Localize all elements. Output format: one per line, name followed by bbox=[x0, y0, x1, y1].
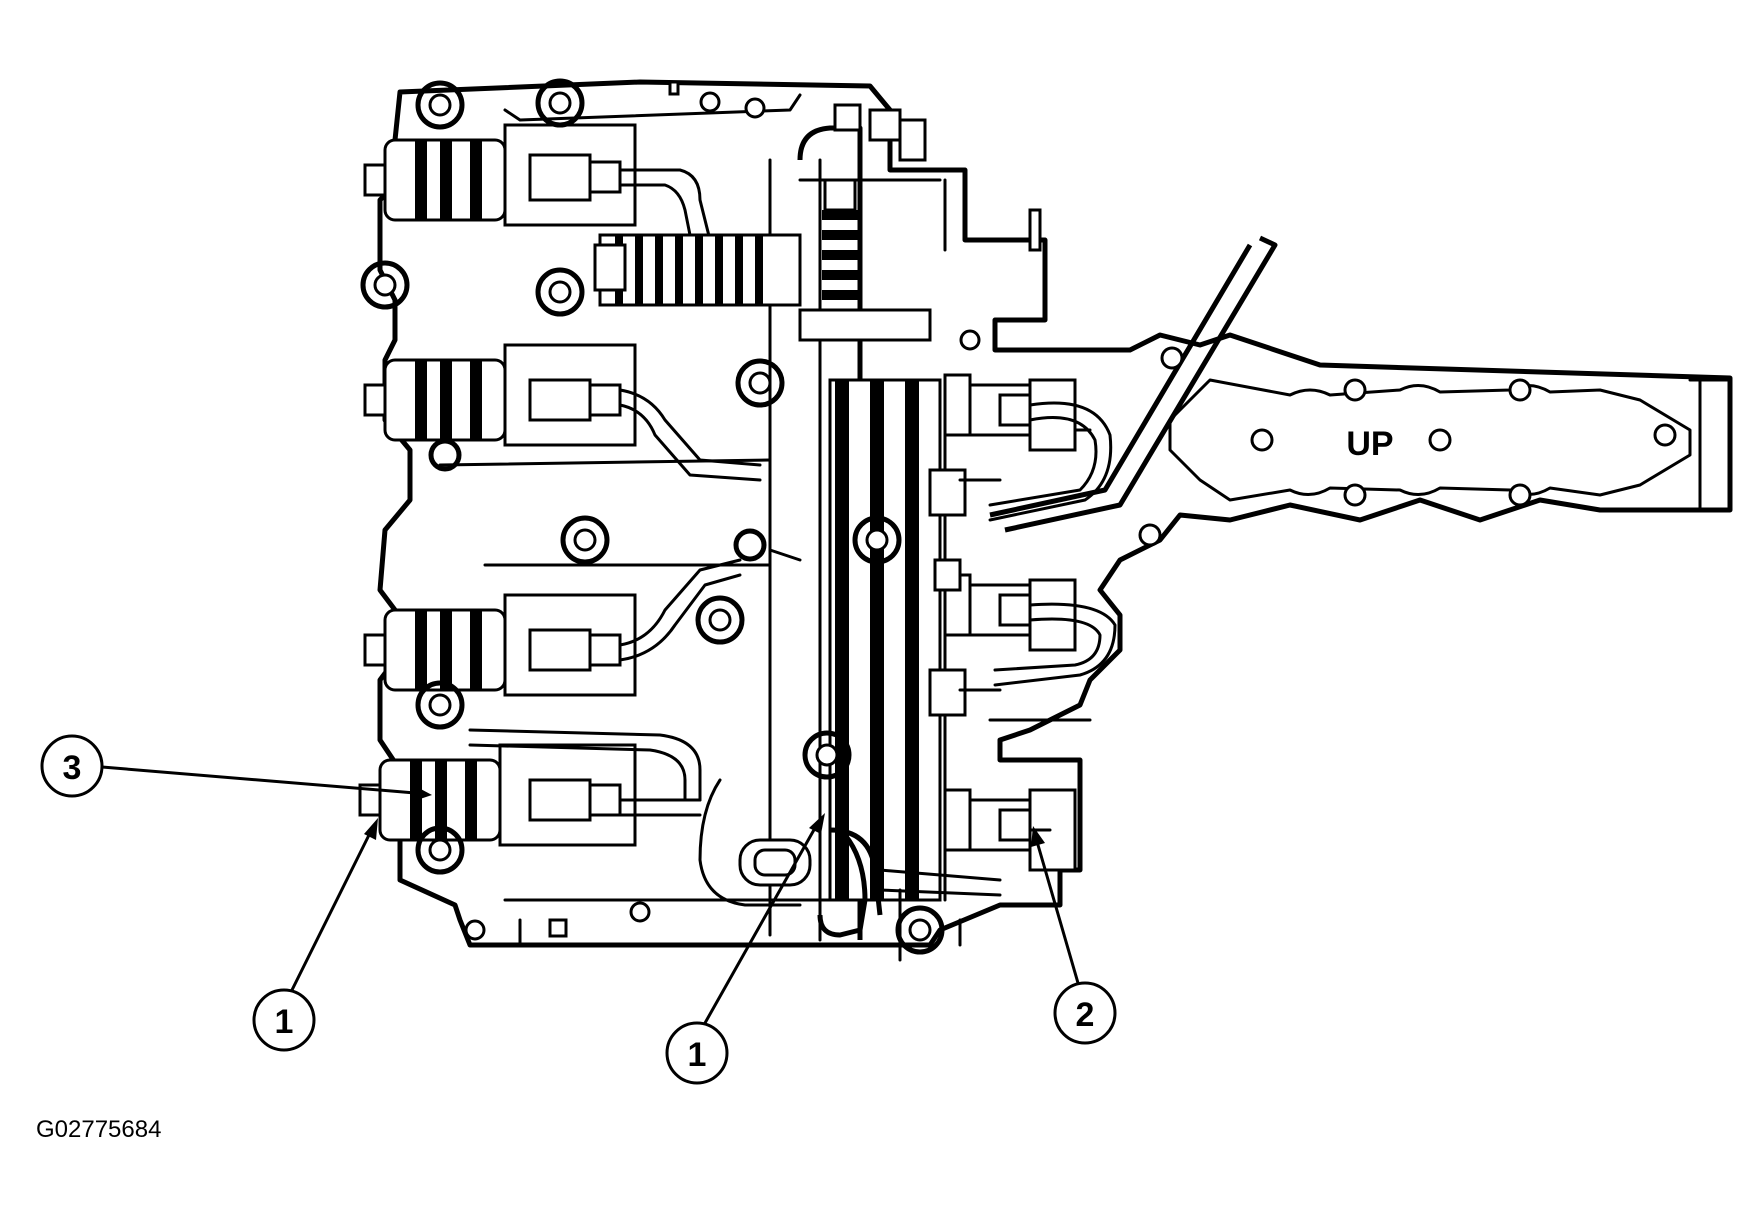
right-solenoid-3 bbox=[943, 788, 1077, 872]
left-solenoid-1 bbox=[363, 123, 802, 272]
right-solenoid-1 bbox=[943, 373, 1113, 522]
left-solenoid-2 bbox=[363, 343, 762, 482]
callout-3-label: 3 bbox=[63, 749, 82, 787]
callout-2-label: 2 bbox=[1076, 996, 1095, 1034]
top-connectors bbox=[833, 103, 927, 162]
callout-1-center-label: 1 bbox=[688, 1036, 707, 1074]
valve-body-outline bbox=[377, 79, 1733, 948]
center-connectors bbox=[928, 468, 1002, 717]
bottom-connector bbox=[698, 778, 1002, 962]
left-solenoid-3 bbox=[363, 558, 742, 697]
bellows-section bbox=[593, 233, 802, 307]
bolts bbox=[360, 78, 945, 955]
leader-lines bbox=[100, 765, 1080, 1025]
right-solenoid-2 bbox=[943, 573, 1117, 687]
up-label: UP bbox=[1346, 425, 1393, 463]
callout-2: 2 bbox=[1053, 981, 1117, 1045]
callout-1-left: 1 bbox=[252, 988, 316, 1052]
callout-1-center: 1 bbox=[665, 1021, 729, 1085]
up-panel: UP bbox=[1138, 346, 1732, 547]
callout-1-left-label: 1 bbox=[275, 1003, 294, 1041]
long-rod bbox=[989, 235, 1278, 533]
center-column bbox=[797, 125, 947, 942]
holes bbox=[464, 80, 1042, 941]
figure-id: G02775684 bbox=[36, 1116, 162, 1143]
callout-3: 3 bbox=[40, 734, 104, 798]
left-solenoid-4 bbox=[358, 728, 702, 847]
